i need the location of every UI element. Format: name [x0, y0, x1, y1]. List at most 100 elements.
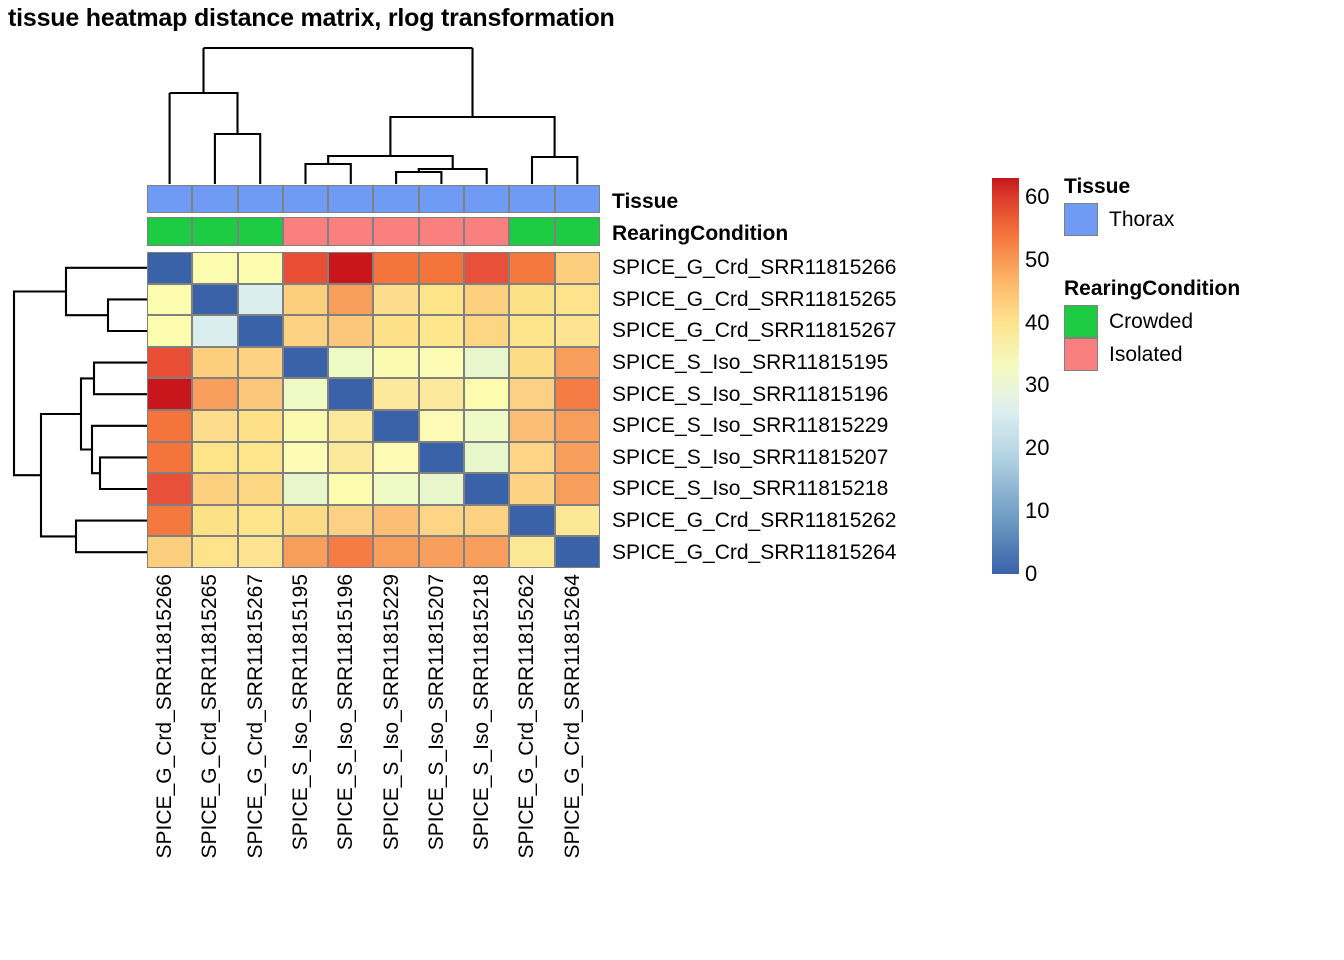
row-label: SPICE_S_Iso_SRR11815229: [612, 414, 889, 438]
colorbar-tick-label: 40: [1025, 309, 1050, 335]
heatmap-cell: [554, 410, 600, 442]
column-label: SPICE_S_Iso_SRR11815218: [470, 574, 494, 851]
heatmap-cell: [509, 283, 555, 316]
heatmap-cell: [418, 283, 465, 316]
heatmap-cell: [192, 536, 238, 568]
heatmap-cell: [192, 441, 238, 474]
heatmap-cell: [554, 473, 600, 505]
legend-tissue: Tissue Thorax: [1064, 176, 1174, 236]
row-label: SPICE_G_Crd_SRR11815267: [612, 319, 897, 343]
heatmap-cell: [147, 473, 193, 505]
row-label: SPICE_S_Iso_SRR11815195: [612, 351, 889, 375]
annotation-cell-tissue: [554, 185, 600, 213]
annotation-cell-tissue: [509, 185, 555, 213]
heatmap-cell: [509, 441, 555, 474]
column-label: SPICE_G_Crd_SRR11815262: [515, 574, 539, 859]
annotation-cell-rearing-condition: [147, 217, 193, 246]
heatmap-cell: [147, 441, 193, 474]
heatmap-cell: [328, 441, 374, 474]
heatmap-cell: [418, 410, 465, 442]
heatmap-cell: [373, 410, 419, 442]
heatmap-cell: [237, 473, 283, 505]
column-label: SPICE_G_Crd_SRR11815266: [153, 574, 176, 859]
legend-swatch: [1064, 203, 1098, 236]
heatmap-cell: [509, 536, 555, 568]
heatmap-cell: [147, 283, 193, 316]
annotation-cell-rearing-condition: [328, 217, 374, 246]
heatmap-cell: [464, 378, 510, 410]
heatmap-cell: [282, 378, 329, 410]
heatmap-cell: [509, 378, 555, 410]
heatmap-cell: [373, 473, 419, 505]
heatmap-cell: [464, 504, 510, 537]
heatmap-cell: [237, 346, 283, 379]
row-label: SPICE_S_Iso_SRR11815196: [612, 382, 889, 406]
heatmap-cell: [237, 315, 283, 347]
legend-title-rearing-condition: RearingCondition: [1064, 277, 1241, 300]
legend-item[interactable]: Isolated: [1064, 338, 1240, 371]
heatmap-cell: [192, 473, 238, 505]
annotation-cell-tissue: [418, 185, 465, 213]
heatmap-cell: [282, 536, 329, 568]
column-label: SPICE_G_Crd_SRR11815265: [198, 574, 222, 859]
page-title: tissue heatmap distance matrix, rlog tra…: [8, 4, 615, 32]
heatmap-cell: [192, 410, 238, 442]
colorbar-tick-label: 0: [1025, 561, 1038, 586]
heatmap-cell: [554, 346, 600, 379]
heatmap-cell: [554, 504, 600, 537]
heatmap-cell: [373, 441, 419, 474]
heatmap-cell: [237, 283, 283, 316]
column-label: SPICE_G_Crd_SRR11815264: [560, 574, 584, 859]
heatmap-cell: [192, 378, 238, 410]
heatmap-cell: [147, 252, 193, 284]
annotation-cell-tissue: [328, 185, 374, 213]
heatmap-cell: [237, 410, 283, 442]
heatmap-cell: [418, 473, 465, 505]
legend-label: Thorax: [1109, 208, 1175, 231]
heatmap-cell: [192, 504, 238, 537]
heatmap-cell: [373, 378, 419, 410]
heatmap-cell: [464, 536, 510, 568]
annotation-cell-rearing-condition: [282, 217, 329, 246]
heatmap-cell: [509, 504, 555, 537]
legend-title-tissue: Tissue: [1064, 175, 1131, 198]
heatmap-cell: [282, 283, 329, 316]
heatmap-cell: [328, 346, 374, 379]
heatmap-cell: [509, 410, 555, 442]
heatmap-cell: [373, 504, 419, 537]
heatmap-cell: [464, 315, 510, 347]
annotation-cell-rearing-condition: [418, 217, 465, 246]
heatmap-cell: [464, 252, 510, 284]
heatmap-cell: [554, 441, 600, 474]
heatmap-cell: [509, 473, 555, 505]
annotation-cell-tissue: [147, 185, 193, 213]
heatmap-cell: [464, 283, 510, 316]
row-dendrogram: [12, 266, 147, 554]
heatmap-cell: [509, 315, 555, 347]
heatmap-cell: [373, 252, 419, 284]
legend-item[interactable]: Crowded: [1064, 305, 1240, 338]
heatmap-cell: [147, 504, 193, 537]
colorbar-tick-label: 60: [1025, 183, 1050, 209]
heatmap-cell: [192, 346, 238, 379]
row-label: SPICE_G_Crd_SRR11815264: [612, 540, 897, 564]
heatmap-cell: [554, 252, 600, 284]
heatmap-cell: [328, 283, 374, 316]
heatmap-cell: [282, 315, 329, 347]
colorbar-tick-label: 10: [1025, 498, 1050, 524]
legend-swatch: [1064, 305, 1098, 338]
column-label: SPICE_G_Crd_SRR11815267: [243, 574, 267, 859]
heatmap-cell: [373, 346, 419, 379]
annotation-title-tissue: Tissue: [612, 190, 679, 213]
heatmap-cell: [464, 410, 510, 442]
legend-item[interactable]: Thorax: [1064, 203, 1174, 236]
colorbar-tick-label: 30: [1025, 372, 1050, 398]
heatmap-cell: [373, 536, 419, 568]
heatmap-cell: [192, 252, 238, 284]
annotation-cell-rearing-condition: [237, 217, 283, 246]
heatmap-cell: [192, 283, 238, 316]
heatmap-cell: [147, 378, 193, 410]
